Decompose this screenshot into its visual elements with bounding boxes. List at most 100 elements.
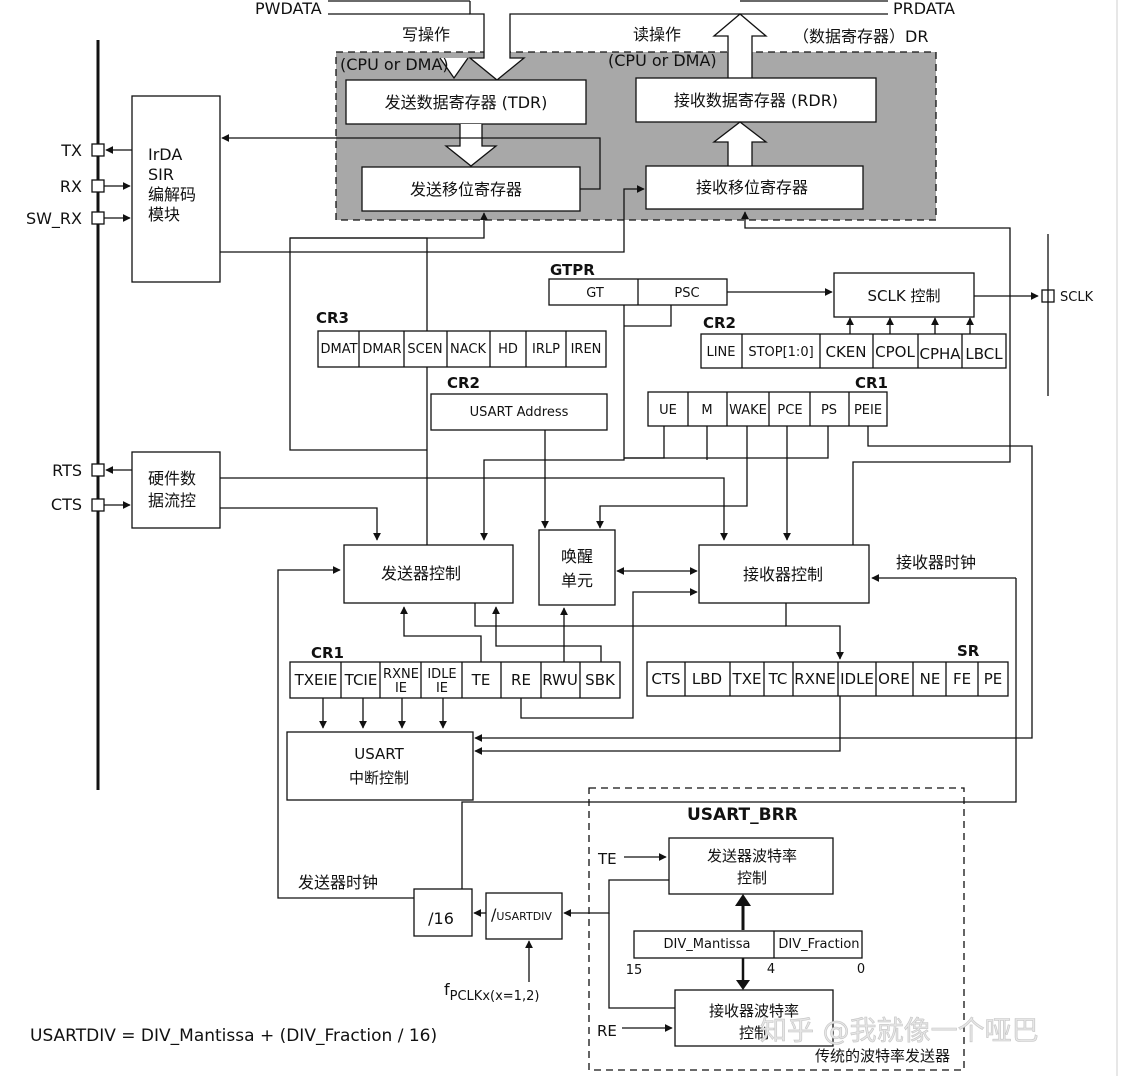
rts-pin [91, 463, 105, 477]
watermark: 知乎 @我就像一个哑巴 [760, 1016, 1039, 1047]
interrupt-line-1: USART [354, 745, 404, 763]
cr2-cken: CKEN [825, 343, 866, 361]
cr2-stop: STOP[1:0] [748, 345, 813, 360]
rx-clock-label: 接收器时钟 [896, 553, 976, 572]
rx-baud-line-2: 控制 [739, 1024, 769, 1042]
cr3-register [317, 330, 607, 368]
read-data-path [712, 13, 768, 78]
cr1-wake: WAKE [729, 403, 767, 418]
sclk-pin-label: SCLK [1060, 290, 1094, 305]
div16-block [413, 888, 473, 937]
cr2-cpha: CPHA [919, 345, 961, 363]
sr-fe: FE [953, 670, 971, 688]
cr2-address-register [430, 393, 608, 431]
cr2-cpol: CPOL [875, 343, 915, 361]
bit-15-label: 15 [626, 963, 643, 978]
tx-baud-line-2: 控制 [737, 869, 767, 887]
sw-rx-pin-label: SW_RX [26, 209, 82, 229]
cr1-idleie-line-2: IE [436, 681, 448, 696]
cr1-te: TE [471, 671, 491, 689]
tx-shift-label: 发送移位寄存器 [410, 180, 522, 199]
cr1-top-title: CR1 [855, 374, 888, 392]
sr-ore: ORE [878, 670, 910, 688]
prdata-label: PRDATA [893, 0, 955, 18]
cr1-bottom-register [289, 661, 621, 699]
rx-pin [91, 179, 105, 193]
tx-pin [91, 143, 105, 157]
irda-block [131, 95, 221, 283]
sr-pe: PE [984, 670, 1003, 688]
tx-baud-control-block [668, 837, 834, 895]
sr-title: SR [957, 642, 980, 660]
cr1-re: RE [511, 671, 531, 689]
cts-pin-label: CTS [51, 495, 82, 514]
tx-control-label: 发送器控制 [381, 564, 461, 583]
cr2-top-title: CR2 [703, 314, 736, 332]
write-op-label: 写操作 [402, 25, 450, 44]
hwflow-line-2: 据流控 [148, 491, 196, 510]
rx-baud-control-block [674, 989, 834, 1047]
hw-flow-control-block [131, 451, 221, 529]
wakeup-unit-block [538, 529, 616, 606]
gtpr-psc: PSC [674, 286, 699, 301]
cpu-dma-right-label: (CPU or DMA) [608, 51, 717, 70]
cr1-sbk: SBK [585, 671, 616, 689]
irda-line-4: 模块 [148, 205, 180, 224]
wakeup-line-1: 唤醒 [561, 547, 593, 566]
dr-label: （数据寄存器）DR [793, 27, 928, 46]
pwdata-label: PWDATA [255, 0, 322, 18]
rx-control-label: 接收器控制 [743, 565, 823, 584]
cr1-txeie: TXEIE [294, 671, 338, 689]
rdr-label: 接收数据寄存器 (RDR) [674, 91, 838, 110]
sr-idle: IDLE [840, 670, 874, 688]
cr3-dmar: DMAR [362, 342, 401, 357]
cts-pin [91, 498, 105, 512]
sr-cts: CTS [651, 670, 680, 688]
bit-0-label: 0 [857, 962, 865, 977]
sr-txe: TXE [732, 670, 762, 688]
usartdiv-label: /USARTDIV [491, 905, 552, 924]
tdr-label: 发送数据寄存器 (TDR) [385, 93, 548, 112]
cr3-title: CR3 [316, 309, 349, 327]
brr-te-label: TE [597, 850, 617, 868]
brr-re-label: RE [597, 1022, 617, 1040]
gtpr-title: GTPR [550, 261, 595, 279]
cpu-dma-left-label: (CPU or DMA) [340, 55, 449, 74]
cr2-addr-title: CR2 [447, 374, 480, 392]
rts-pin-label: RTS [52, 461, 82, 480]
interrupt-control-block [286, 731, 474, 801]
write-data-path [468, 1, 750, 81]
irda-line-3: 编解码 [148, 185, 196, 204]
cr1-rxneie-line-1: RXNE [383, 667, 419, 682]
div-fraction-field: DIV_Fraction [778, 937, 859, 952]
div16-label: /16 [428, 909, 454, 928]
hwflow-line-1: 硬件数 [148, 469, 196, 488]
tdr-register [345, 79, 587, 125]
cr3-hd: HD [498, 342, 518, 357]
bit-4-label: 4 [767, 962, 775, 977]
wakeup-line-2: 单元 [561, 571, 593, 590]
cr1-ps: PS [821, 403, 837, 418]
cr1-rxneie-line-2: IE [395, 681, 407, 696]
cr1-peie: PEIE [854, 403, 882, 418]
read-op-label: 读操作 [633, 25, 681, 44]
tx-clock-label: 发送器时钟 [298, 873, 378, 892]
baud-rate-generator-area [588, 787, 965, 1071]
cr1-ue: UE [659, 403, 677, 418]
gtpr-gt: GT [586, 286, 604, 301]
sr-rxne: RXNE [794, 670, 835, 688]
rx-control-block [698, 544, 870, 604]
cr3-nack: NACK [450, 342, 486, 357]
brr-register [633, 930, 863, 959]
sclk-control-label: SCLK 控制 [868, 287, 941, 305]
usartdiv-formula: USARTDIV = DIV_Mantissa + (DIV_Fraction … [30, 1026, 437, 1046]
interrupt-line-2: 中断控制 [349, 769, 409, 787]
cr3-irlp: IRLP [532, 342, 560, 357]
usartdiv-block [485, 892, 563, 940]
sr-register [646, 661, 1009, 697]
tx-shift-register [361, 166, 581, 212]
cr3-dmat: DMAT [320, 342, 357, 357]
rx-shift-register [645, 165, 864, 210]
fpclk-label: fPCLKx(x=1,2) [444, 980, 539, 1004]
